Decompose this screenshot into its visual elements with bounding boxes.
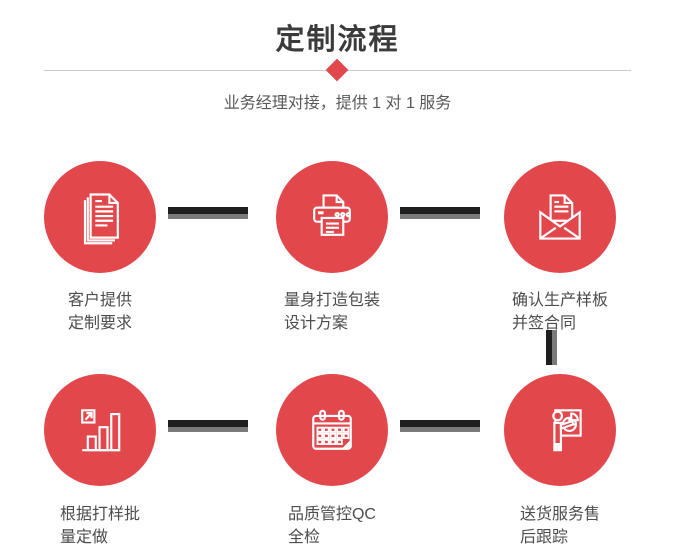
step-label-line: 后跟踪 (519, 529, 568, 546)
step-label-1: 客户提供 定制要求 (10, 289, 190, 335)
diamond-icon (325, 58, 349, 82)
connector-step4-step5 (168, 420, 248, 432)
step-label-line: 定制要求 (67, 315, 132, 332)
bar-chart-icon (70, 400, 130, 460)
subtitle: 业务经理对接，提供 1 对 1 服务 (223, 95, 452, 112)
step-circle-1 (44, 161, 156, 273)
step-label-3: 确认生产样板 并签合同 (470, 289, 650, 335)
step-label-line: 设计方案 (283, 315, 348, 332)
envelope-icon (530, 187, 590, 247)
step-label-line: 确认生产样板 (511, 292, 608, 309)
step-label-6: 送货服务售 后跟踪 (470, 503, 650, 549)
connector-step1-step2 (168, 207, 248, 219)
step-circle-4 (44, 374, 156, 486)
step-label-line: 送货服务售 (519, 506, 600, 523)
calendar-icon (302, 400, 362, 460)
page-title: 定制流程 (275, 24, 400, 56)
connector-step3-step6 (546, 330, 557, 365)
step-label-4: 根据打样批 量定做 (10, 503, 190, 549)
presentation-icon (530, 400, 590, 460)
documents-icon (70, 187, 130, 247)
step-label-line: 并签合同 (511, 315, 576, 332)
step-label-line: 量身打造包装 (283, 292, 380, 309)
step-label-line: 根据打样批 (59, 506, 140, 523)
step-circle-3 (504, 161, 616, 273)
step-label-2: 量身打造包装 设计方案 (242, 289, 422, 335)
step-circle-2 (276, 161, 388, 273)
step-label-line: 量定做 (59, 529, 108, 546)
step-label-line: 全检 (287, 529, 320, 546)
step-circle-5 (276, 374, 388, 486)
step-circle-6 (504, 374, 616, 486)
connector-step5-step6 (400, 420, 480, 432)
step-label-5: 品质管控QC 全检 (242, 503, 422, 549)
connector-step2-step3 (400, 207, 480, 219)
step-label-line: 品质管控QC (287, 506, 376, 523)
step-label-line: 客户提供 (67, 292, 132, 309)
printer-icon (302, 187, 362, 247)
